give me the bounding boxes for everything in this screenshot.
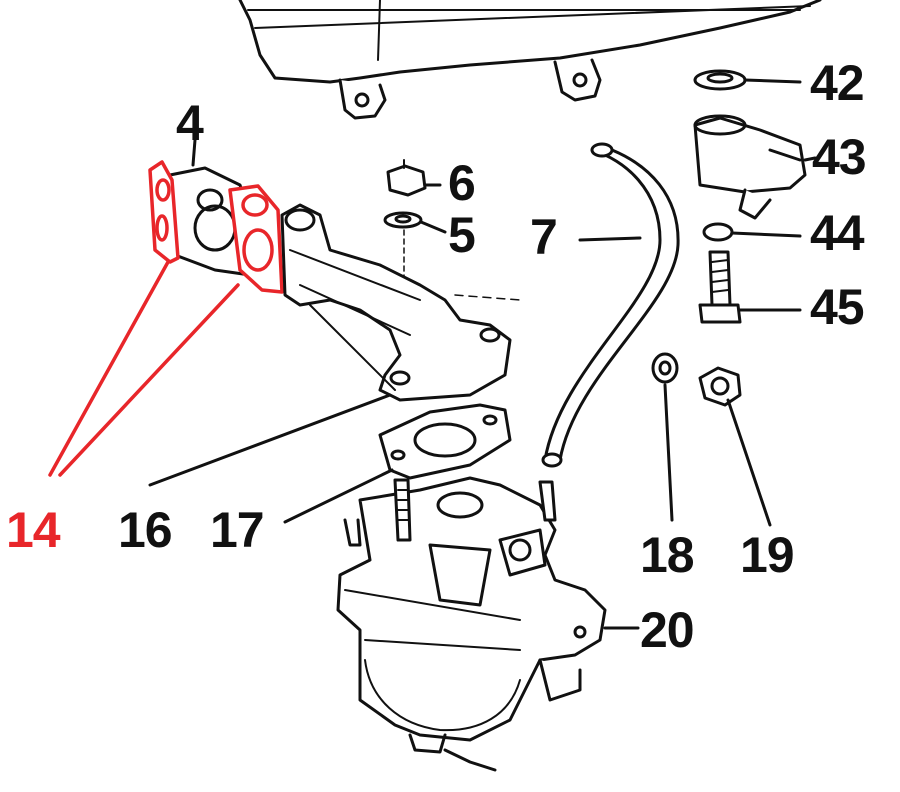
label-44: 44 <box>810 205 865 261</box>
label-45: 45 <box>810 279 865 335</box>
part-20-carburetor <box>336 476 640 772</box>
part-42-washer <box>693 69 802 91</box>
label-42: 42 <box>810 55 865 111</box>
intake-manifold <box>280 203 521 402</box>
label-20: 20 <box>640 602 695 658</box>
part-17-gasket <box>283 403 512 524</box>
part-6-nut <box>386 159 442 197</box>
label-19: 19 <box>740 527 795 583</box>
part-44-spring <box>702 222 802 242</box>
label-17: 17 <box>210 502 265 558</box>
part-43-fuel-valve <box>693 114 817 220</box>
label-14: 14 <box>6 502 61 558</box>
part-45-bolt <box>698 250 802 324</box>
label-7: 7 <box>530 209 558 265</box>
part-19-nut <box>698 366 772 527</box>
part-18-washer <box>651 352 679 522</box>
part-14-gaskets <box>48 160 284 477</box>
label-6: 6 <box>448 155 476 211</box>
label-43: 43 <box>812 129 867 185</box>
leader-16 <box>148 393 392 487</box>
label-5: 5 <box>448 207 476 263</box>
label-18: 18 <box>640 527 695 583</box>
label-4: 4 <box>176 95 204 151</box>
label-16: 16 <box>118 502 173 558</box>
fuel-tank <box>238 0 822 120</box>
part-7-hose <box>541 142 680 468</box>
